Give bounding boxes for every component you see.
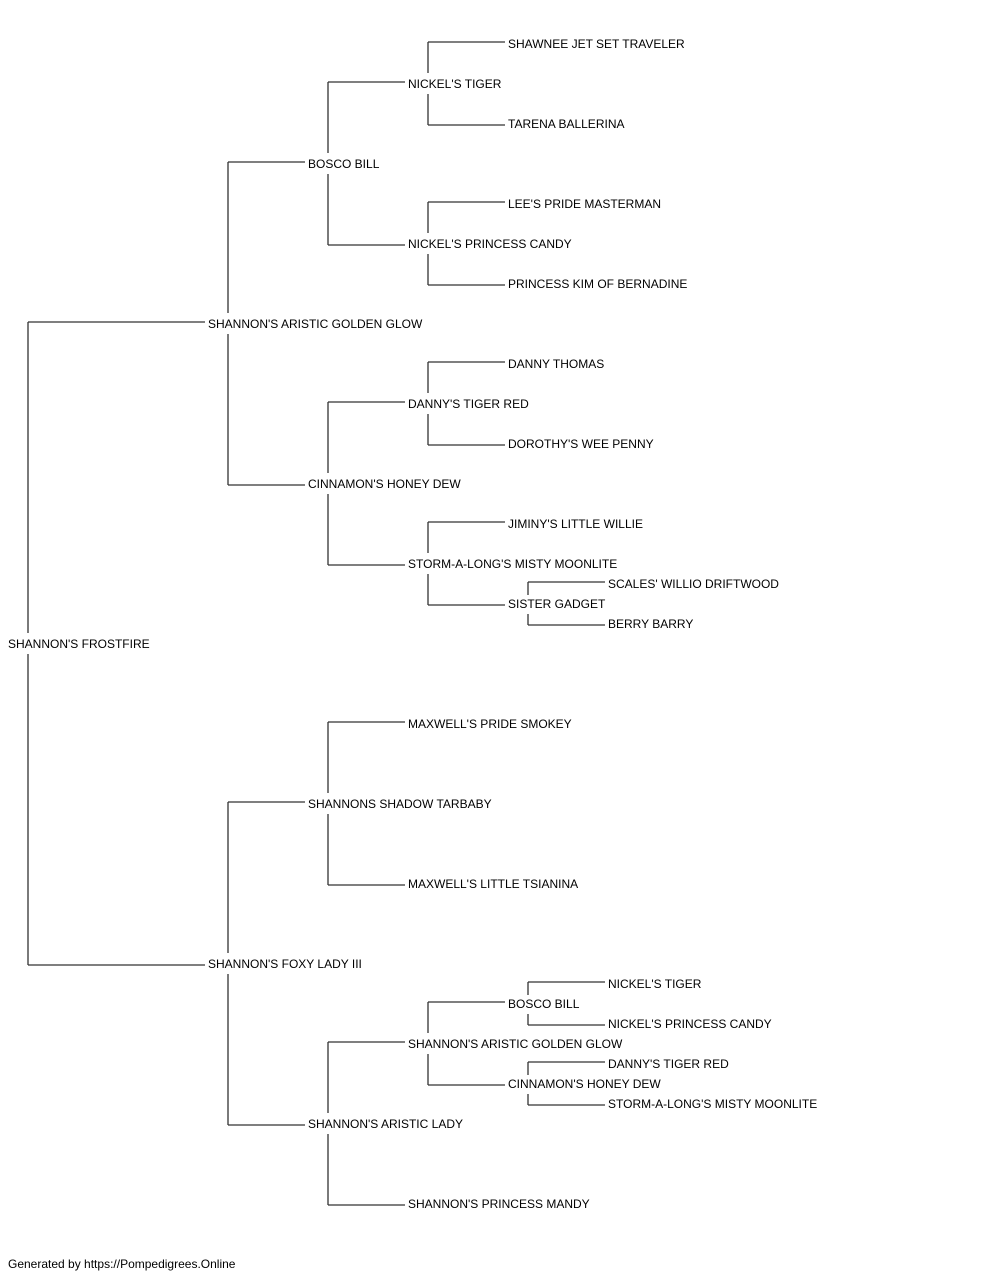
sdsd-name: DOROTHY'S WEE PENNY bbox=[506, 437, 656, 451]
dam-name: SHANNON'S FOXY LADY III bbox=[206, 957, 364, 971]
sire-name: SHANNON'S ARISTIC GOLDEN GLOW bbox=[206, 317, 425, 331]
sire-sire-name: BOSCO BILL bbox=[306, 157, 382, 171]
dam-dam-name: SHANNON'S ARISTIC LADY bbox=[306, 1117, 465, 1131]
ssd-name: NICKEL'S PRINCESS CANDY bbox=[406, 237, 574, 251]
dss-name: MAXWELL'S PRIDE SMOKEY bbox=[406, 717, 574, 731]
subject-name: SHANNON'S FROSTFIRE bbox=[6, 637, 152, 651]
dsd-name: MAXWELL'S LITTLE TSIANINA bbox=[406, 877, 581, 891]
ddssd-name: NICKEL'S PRINCESS CANDY bbox=[606, 1017, 774, 1031]
ddsds-name: DANNY'S TIGER RED bbox=[606, 1057, 731, 1071]
sdd-name: STORM-A-LONG'S MISTY MOONLITE bbox=[406, 557, 620, 571]
ddsdd-name: STORM-A-LONG'S MISTY MOONLITE bbox=[606, 1097, 820, 1111]
sdss-name: DANNY THOMAS bbox=[506, 357, 607, 371]
sds-name: DANNY'S TIGER RED bbox=[406, 397, 531, 411]
ssds-name: LEE'S PRIDE MASTERMAN bbox=[506, 197, 663, 211]
ssdd-name: PRINCESS KIM OF BERNADINE bbox=[506, 277, 690, 291]
dds-name: SHANNON'S ARISTIC GOLDEN GLOW bbox=[406, 1037, 625, 1051]
sssd-name: TARENA BALLERINA bbox=[506, 117, 627, 131]
ddsd-name: CINNAMON'S HONEY DEW bbox=[506, 1077, 663, 1091]
generated-by-footer: Generated by https://Pompedigrees.Online bbox=[8, 1257, 236, 1271]
sdds-name: JIMINY'S LITTLE WILLIE bbox=[506, 517, 645, 531]
sdddd-name: BERRY BARRY bbox=[606, 617, 696, 631]
dam-sire-name: SHANNONS SHADOW TARBABY bbox=[306, 797, 494, 811]
ssss-name: SHAWNEE JET SET TRAVELER bbox=[506, 37, 687, 51]
sddd-name: SISTER GADGET bbox=[506, 597, 608, 611]
ddss-name: BOSCO BILL bbox=[506, 997, 582, 1011]
sss-name: NICKEL'S TIGER bbox=[406, 77, 504, 91]
ddsss-name: NICKEL'S TIGER bbox=[606, 977, 704, 991]
sddds-name: SCALES' WILLIO DRIFTWOOD bbox=[606, 577, 781, 591]
sire-dam-name: CINNAMON'S HONEY DEW bbox=[306, 477, 463, 491]
ddd-name: SHANNON'S PRINCESS MANDY bbox=[406, 1197, 592, 1211]
